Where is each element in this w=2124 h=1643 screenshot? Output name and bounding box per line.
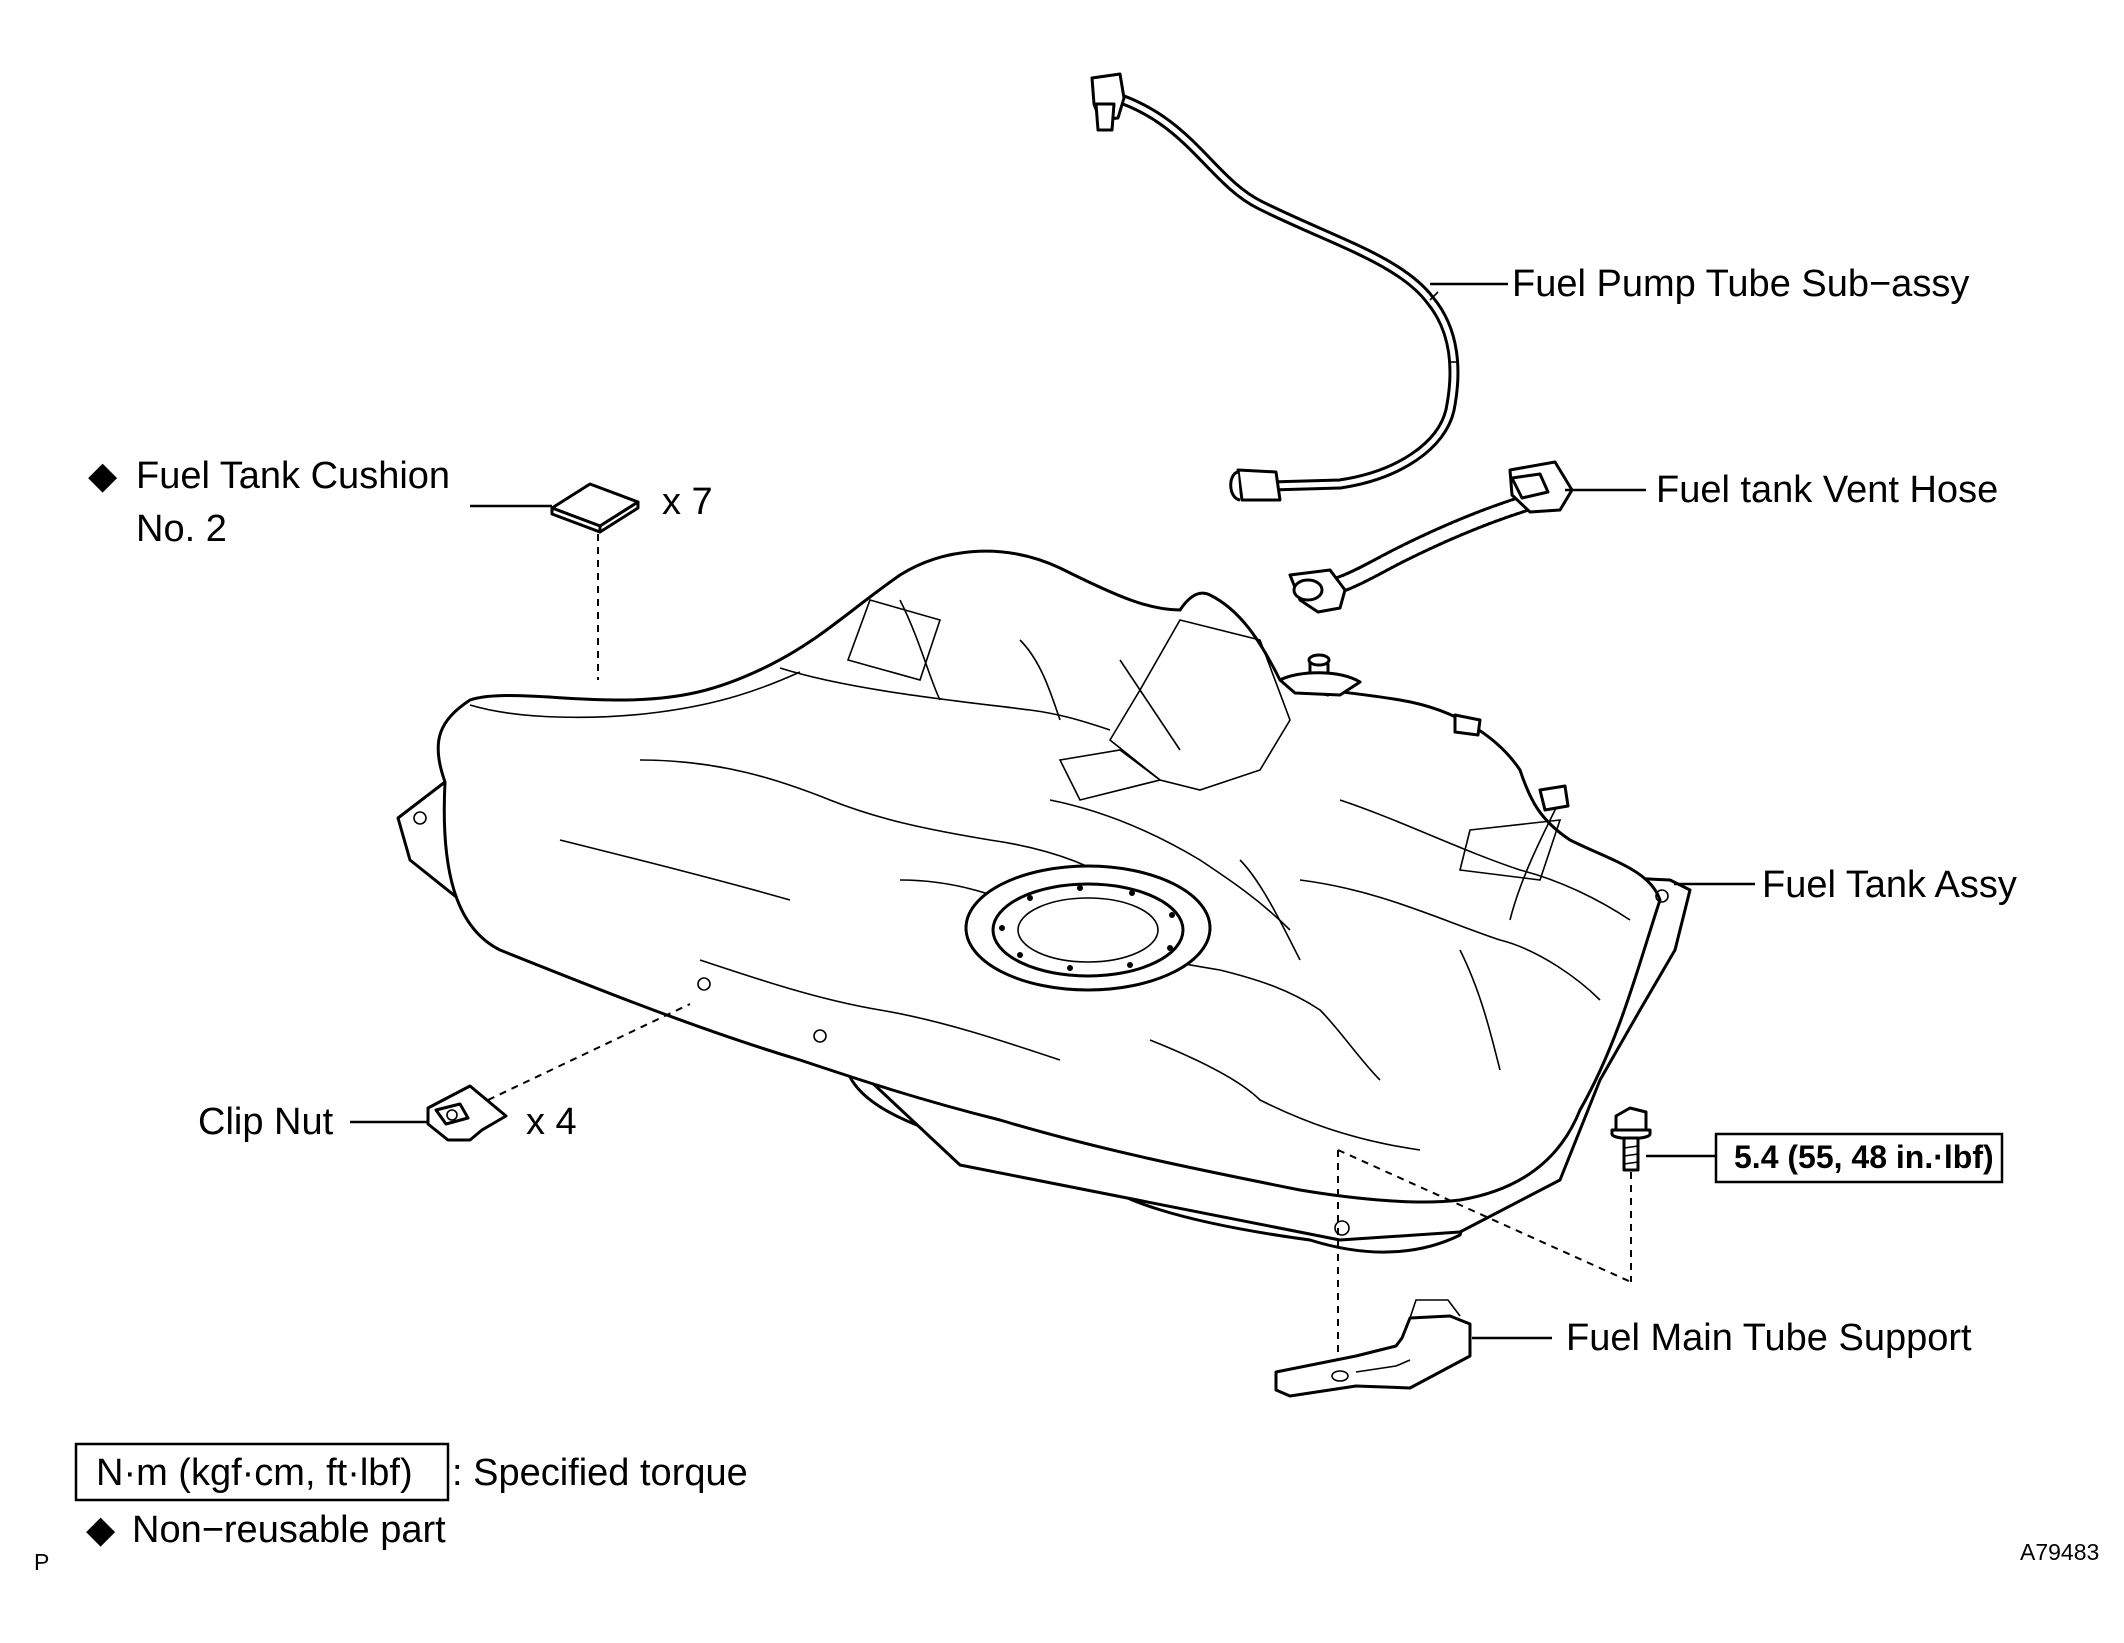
bolt-icon (1610, 1106, 1652, 1172)
torque-spec-box (1714, 1132, 2004, 1184)
fuel-main-tube-support-label: Fuel Main Tube Support (1566, 1317, 1972, 1359)
fuel-tank-cushion-qty: x 7 (662, 481, 713, 523)
fuel-tank-icon (396, 549, 1692, 1254)
tube-support-icon (1274, 1299, 1472, 1398)
legend-nonreusable-desc: Non−reusable part (132, 1509, 446, 1551)
legend-torque-units: N·m (kgf·cm, ft·lbf) (96, 1452, 413, 1494)
fuel-tank-assy-label: Fuel Tank Assy (1762, 864, 2017, 906)
figure-id: A79483 (2020, 1539, 2099, 1565)
fuel-tank-vent-hose-label: Fuel tank Vent Hose (1656, 469, 1998, 511)
diamond-icon: ◆ (86, 1509, 116, 1551)
fuel-tank-cushion-label-line2: No. 2 (136, 508, 227, 550)
torque-spec-value: 5.4 (55, 48 in.·lbf) (1734, 1139, 1994, 1175)
cushion-diamond-icon: ◆ (88, 455, 118, 497)
clip-nut-qty: x 4 (526, 1101, 577, 1143)
vent-hose-icon (1288, 460, 1574, 614)
legend-torque-box (74, 1442, 450, 1502)
support-diagonal-dashed-line (1337, 1149, 1632, 1283)
clip-nut-label: Clip Nut (198, 1101, 334, 1143)
fuel-pump-tube-icon (1090, 72, 1460, 502)
cushion-pad-icon (550, 482, 640, 534)
fuel-pump-tube-label: Fuel Pump Tube Sub−assy (1512, 263, 1969, 305)
clip-nut-icon (426, 1084, 508, 1142)
fuel-tank-cushion-label-line1: Fuel Tank Cushion (136, 455, 450, 497)
corner-code-left: P (34, 1549, 49, 1575)
clip-nut-dashed-line (487, 1003, 691, 1101)
legend-torque-desc: : Specified torque (452, 1452, 748, 1494)
